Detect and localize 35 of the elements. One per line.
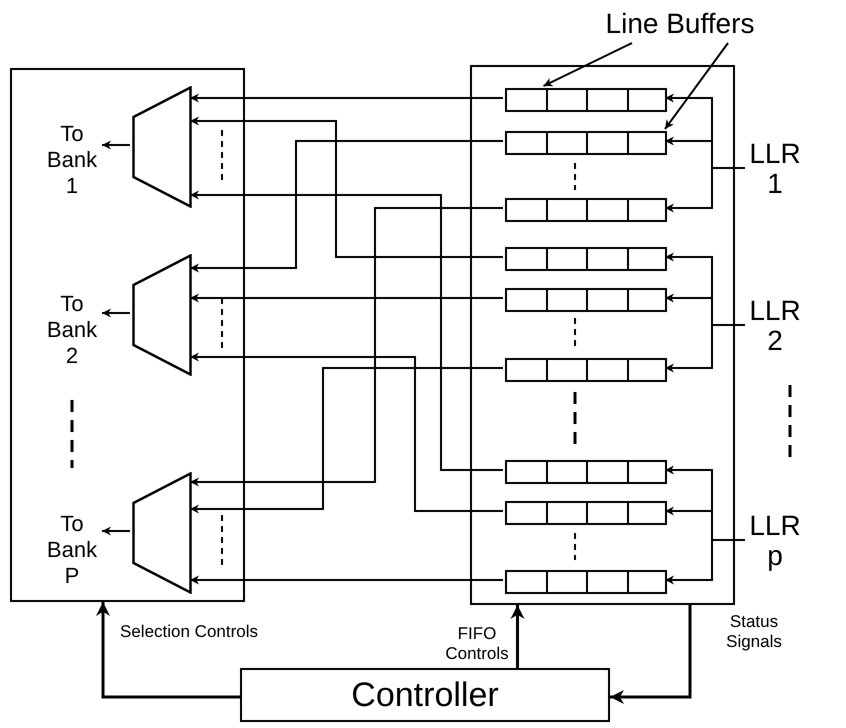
- block-panel: [10, 68, 245, 602]
- multiplexer: [132, 472, 192, 594]
- multiplexer: [132, 86, 192, 208]
- arrow: [610, 605, 692, 704]
- line-buffer: [505, 501, 667, 525]
- line-buffers-label: Line Buffers: [560, 5, 800, 43]
- arrow: [102, 526, 130, 536]
- line-buffer: [505, 131, 667, 155]
- bank-output-label: To Bank P: [40, 507, 104, 592]
- arrow: [190, 576, 503, 584]
- line-buffer: [505, 460, 667, 484]
- multiplexer: [132, 254, 192, 376]
- line-buffer: [505, 198, 667, 222]
- arrow: [510, 605, 524, 668]
- leader-line: [543, 42, 632, 87]
- bank-output-label: To Bank 1: [40, 117, 104, 202]
- line-buffer: [505, 358, 667, 382]
- leader-line: [664, 42, 729, 130]
- bank-output-label: To Bank 2: [40, 287, 104, 372]
- line-buffer: [505, 88, 667, 112]
- arrow: [96, 602, 240, 698]
- llr-input-label: LLR 1: [745, 138, 805, 200]
- llr-input-label: LLR p: [745, 510, 805, 572]
- line-buffer: [505, 570, 667, 594]
- arrow: [102, 140, 130, 150]
- llr-input-label: LLR 2: [745, 295, 805, 357]
- block-panel: [470, 65, 735, 605]
- arrow: [190, 294, 503, 302]
- arrow: [102, 308, 130, 318]
- line-buffer: [505, 247, 667, 271]
- arrow: [190, 94, 503, 102]
- line-buffer: [505, 288, 667, 312]
- arrow: [190, 116, 503, 258]
- controller-box: Controller: [240, 668, 610, 722]
- arrow: [190, 140, 503, 272]
